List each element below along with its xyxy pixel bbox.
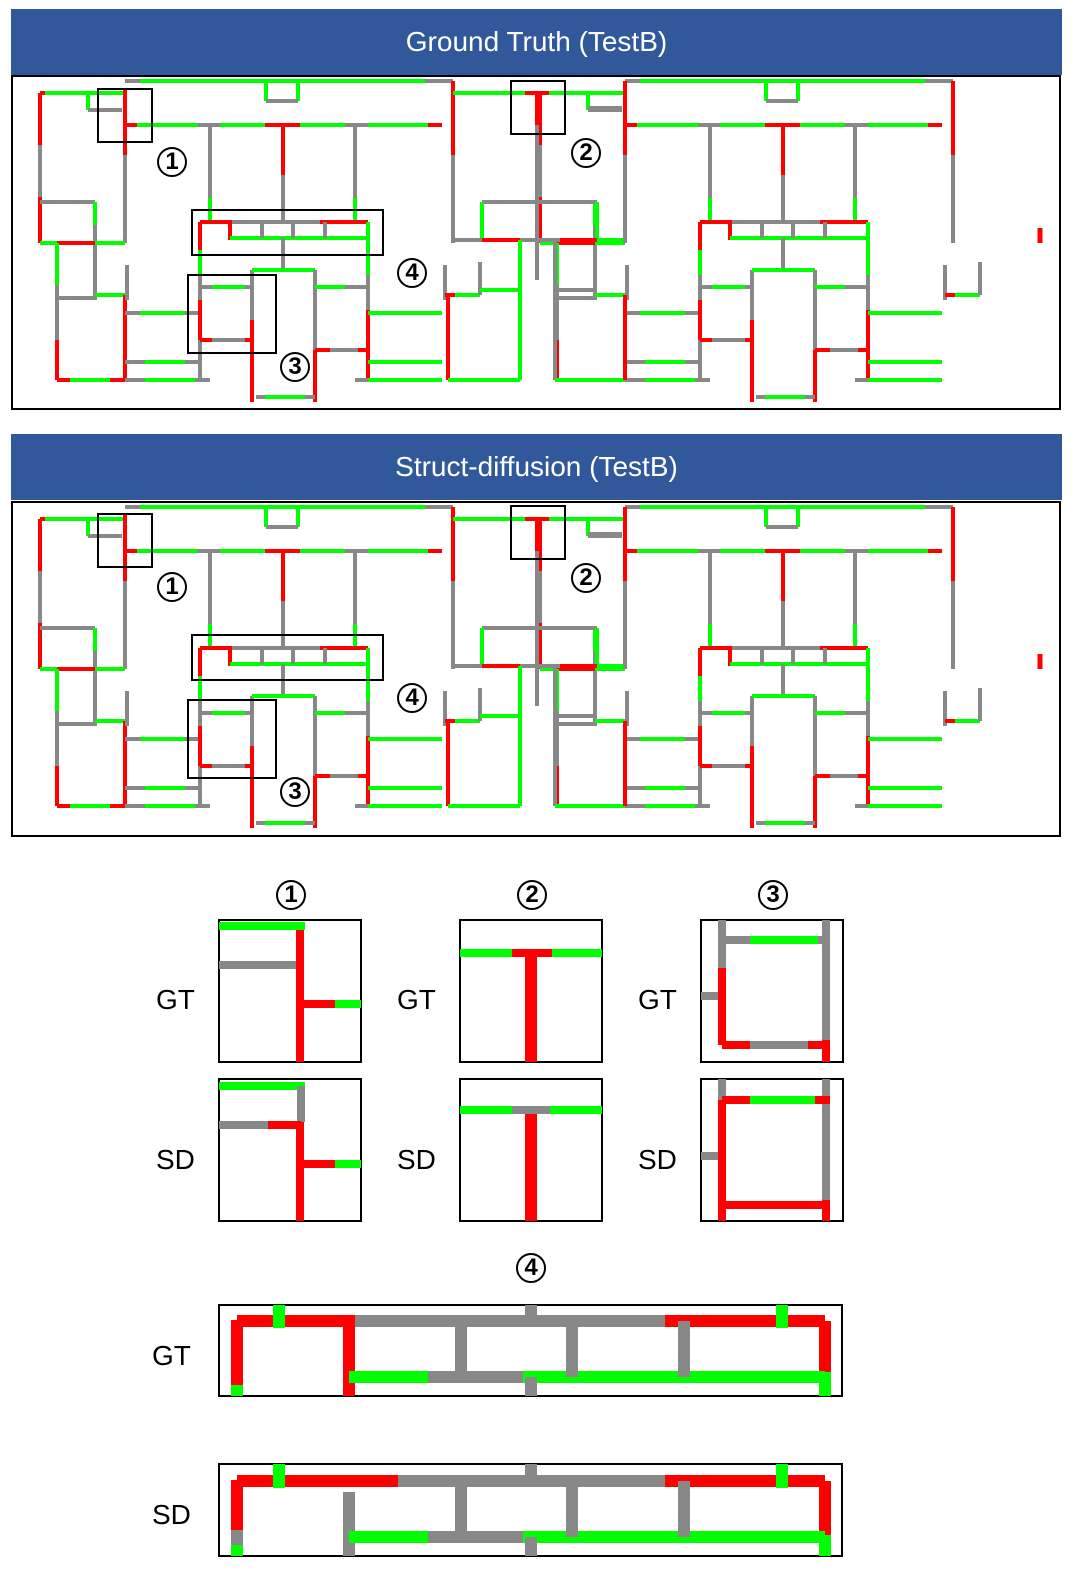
marker-2: 2 — [571, 138, 601, 168]
highlight-box-1 — [97, 513, 153, 568]
marker-3: 3 — [280, 352, 310, 382]
label-sd: SD — [638, 1144, 677, 1175]
panel-title-ground-truth: Ground Truth (TestB) — [11, 9, 1062, 75]
label-gt: GT — [156, 984, 195, 1015]
struct-diffusion-floorplan — [11, 501, 1061, 837]
highlight-box-2 — [510, 80, 566, 135]
inset-number-1: 1 — [276, 880, 306, 910]
label-gt: GT — [397, 984, 436, 1015]
marker-1: 1 — [157, 147, 187, 177]
highlight-box-1 — [97, 88, 153, 143]
marker-2: 2 — [571, 563, 601, 593]
highlight-box-3 — [187, 274, 277, 354]
inset-3-sd — [700, 1078, 844, 1222]
highlight-box-4 — [191, 209, 384, 256]
highlight-box-3 — [187, 699, 277, 779]
inset-number-4: 4 — [516, 1253, 546, 1283]
panel-title-struct-diffusion: Struct-diffusion (TestB) — [11, 434, 1062, 500]
label-sd: SD — [152, 1499, 191, 1530]
marker-4: 4 — [397, 683, 427, 713]
label-gt: GT — [152, 1340, 191, 1371]
highlight-box-2 — [510, 505, 566, 560]
inset-number-3: 3 — [758, 880, 788, 910]
label-sd: SD — [156, 1144, 195, 1175]
marker-3: 3 — [280, 777, 310, 807]
inset-3-gt — [700, 919, 844, 1063]
highlight-box-4 — [191, 634, 384, 681]
label-gt: GT — [638, 984, 677, 1015]
inset-1-sd — [218, 1078, 362, 1222]
inset-1-gt — [218, 919, 362, 1063]
inset-number-2: 2 — [517, 880, 547, 910]
ground-truth-floorplan — [11, 75, 1061, 410]
marker-1: 1 — [157, 572, 187, 602]
label-sd: SD — [397, 1144, 436, 1175]
marker-4: 4 — [397, 258, 427, 288]
